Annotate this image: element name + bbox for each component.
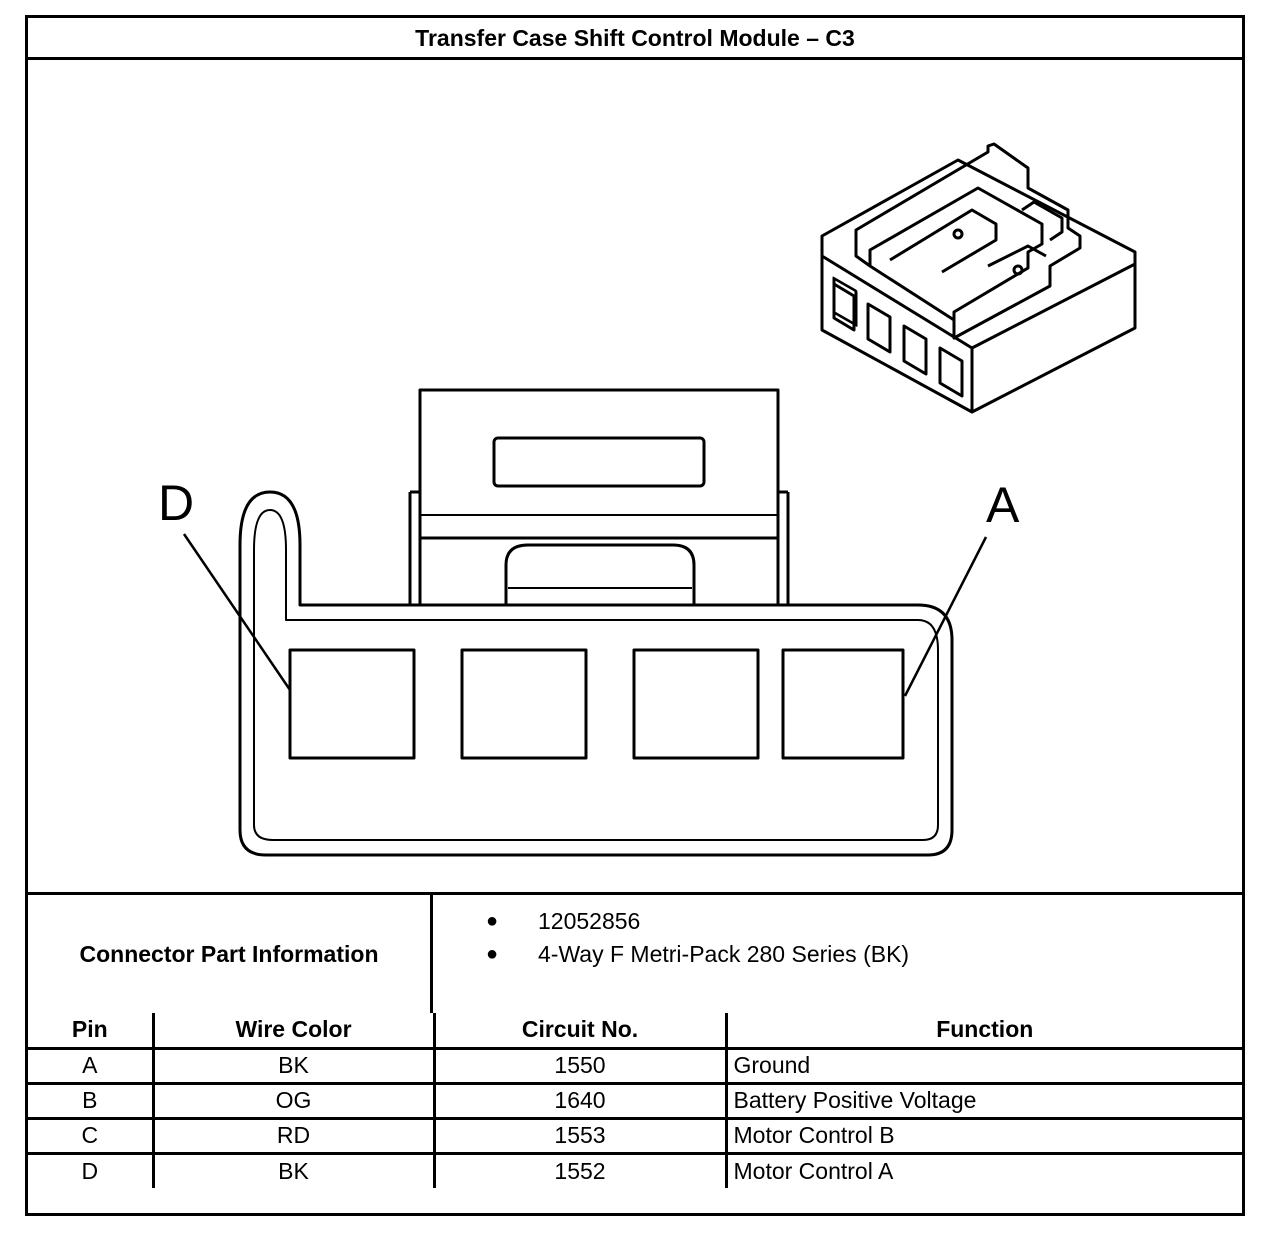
column-header-function: Function: [724, 1013, 1242, 1050]
pinout-table: Pin Wire Color Circuit No. Function A BK…: [28, 1013, 1242, 1188]
column-header-pin: Pin: [28, 1013, 155, 1050]
cell-wire-color: RD: [151, 1116, 436, 1155]
leader-line-a: [903, 536, 988, 697]
cell-function: Motor Control B: [724, 1116, 1242, 1155]
table-header-row: Pin Wire Color Circuit No. Function: [28, 1013, 1242, 1050]
connector-part-info-label: Connector Part Information: [28, 895, 433, 1013]
cell-function: Battery Positive Voltage: [724, 1081, 1242, 1120]
table-row: A BK 1550 Ground: [28, 1046, 1242, 1085]
connector-part-info-list: ● 12052856 ● 4-Way F Metri-Pack 280 Seri…: [433, 895, 1242, 1023]
cavity-d: [288, 648, 416, 760]
pin-label-d: D: [158, 475, 194, 531]
cavity-c: [460, 648, 588, 760]
cell-circuit: 1550: [432, 1046, 728, 1085]
cell-function: Motor Control A: [724, 1151, 1242, 1188]
cell-pin: B: [28, 1081, 155, 1120]
sheet-title: Transfer Case Shift Control Module – C3: [28, 18, 1242, 60]
connector-face-view: D A: [158, 142, 1137, 857]
table-row: D BK 1552 Motor Control A: [28, 1151, 1242, 1188]
connector-part-info: Connector Part Information ● 12052856 ● …: [28, 892, 1242, 1013]
bullet-icon: ●: [486, 943, 499, 965]
cell-wire-color: BK: [151, 1046, 436, 1085]
list-item: ● 12052856: [433, 905, 1242, 938]
cavity-b: [632, 648, 760, 760]
connector-iso-icon: [820, 142, 1137, 414]
table-row: C RD 1553 Motor Control B: [28, 1116, 1242, 1155]
connector-diagram: D A: [28, 60, 1242, 892]
column-header-circuit: Circuit No.: [432, 1013, 728, 1050]
list-item: ● 4-Way F Metri-Pack 280 Series (BK): [433, 938, 1242, 971]
connector-body: [238, 388, 954, 857]
pin-label-a: A: [986, 477, 1020, 533]
bullet-icon: ●: [486, 910, 499, 932]
cell-circuit: 1552: [432, 1151, 728, 1188]
cell-function: Ground: [724, 1046, 1242, 1085]
cell-pin: D: [28, 1151, 155, 1188]
cell-wire-color: OG: [151, 1081, 436, 1120]
cell-circuit: 1640: [432, 1081, 728, 1120]
connector-description: 4-Way F Metri-Pack 280 Series (BK): [538, 941, 910, 967]
connector-sheet: Transfer Case Shift Control Module – C3: [25, 15, 1245, 1216]
column-header-wire-color: Wire Color: [151, 1013, 436, 1050]
cavity-a: [781, 648, 905, 760]
table-row: B OG 1640 Battery Positive Voltage: [28, 1081, 1242, 1120]
part-number: 12052856: [538, 908, 641, 934]
cell-circuit: 1553: [432, 1116, 728, 1155]
cell-wire-color: BK: [151, 1151, 436, 1188]
cell-pin: A: [28, 1046, 155, 1085]
cell-pin: C: [28, 1116, 155, 1155]
leader-line-d: [182, 533, 292, 691]
